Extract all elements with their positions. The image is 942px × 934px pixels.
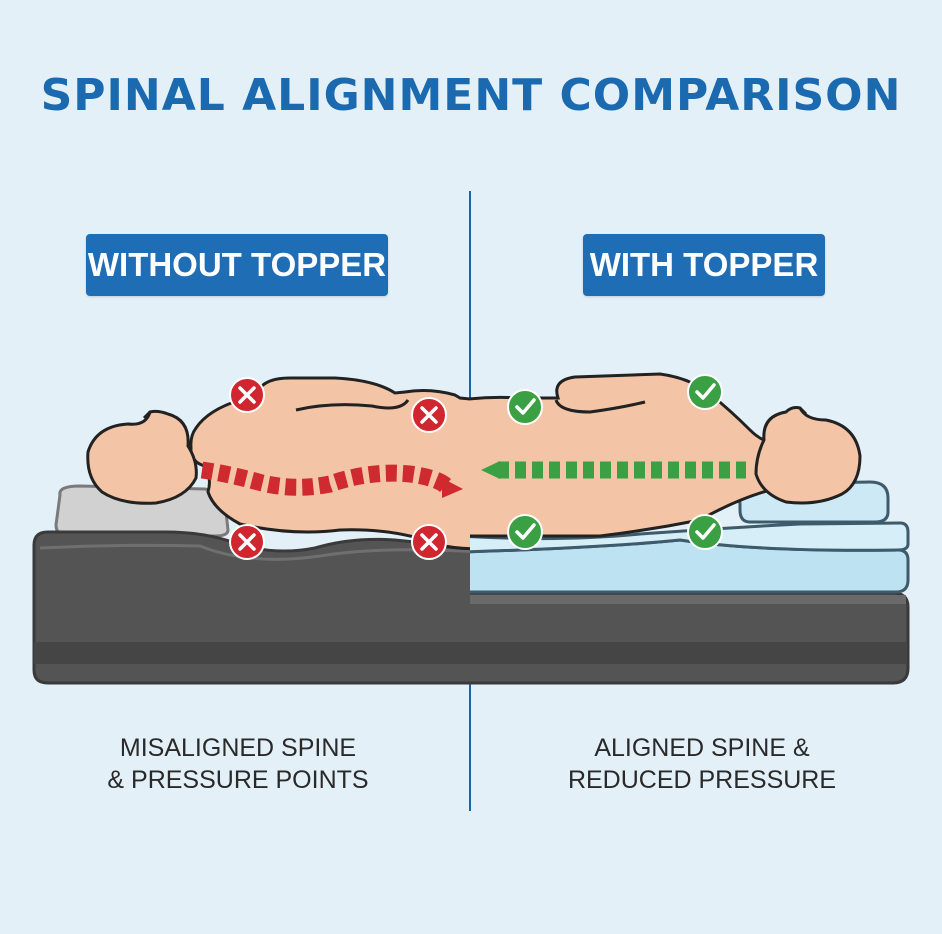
aligned-spine [481, 461, 746, 479]
right-caption-line1: ALIGNED SPINE & [594, 734, 810, 762]
x-mark-icon [411, 397, 447, 433]
right-scene [470, 372, 910, 685]
x-mark-icon [411, 524, 447, 560]
check-mark-icon [507, 389, 543, 425]
check-mark-icon [687, 374, 723, 410]
right-caption-line2: REDUCED PRESSURE [567, 766, 837, 794]
left-caption-line1: MISALIGNED SPINE [119, 734, 357, 762]
right-body [470, 372, 862, 538]
check-mark-icon [687, 514, 723, 550]
with-topper-label: WITH TOPPER [583, 234, 825, 296]
without-topper-label: WITHOUT TOPPER [86, 234, 388, 296]
right-mattress [470, 591, 910, 685]
right-caption: ALIGNED SPINE & REDUCED PRESSURE [552, 732, 852, 796]
left-caption-line2: & PRESSURE POINTS [107, 766, 369, 794]
page-title: SPINAL ALIGNMENT COMPARISON [40, 70, 902, 121]
left-mattress [32, 530, 470, 685]
left-body [86, 376, 470, 551]
check-mark-icon [507, 514, 543, 550]
x-mark-icon [229, 377, 265, 413]
x-mark-icon [229, 524, 265, 560]
left-caption: MISALIGNED SPINE & PRESSURE POINTS [88, 732, 388, 796]
misaligned-spine [200, 461, 463, 498]
left-scene [32, 376, 470, 685]
